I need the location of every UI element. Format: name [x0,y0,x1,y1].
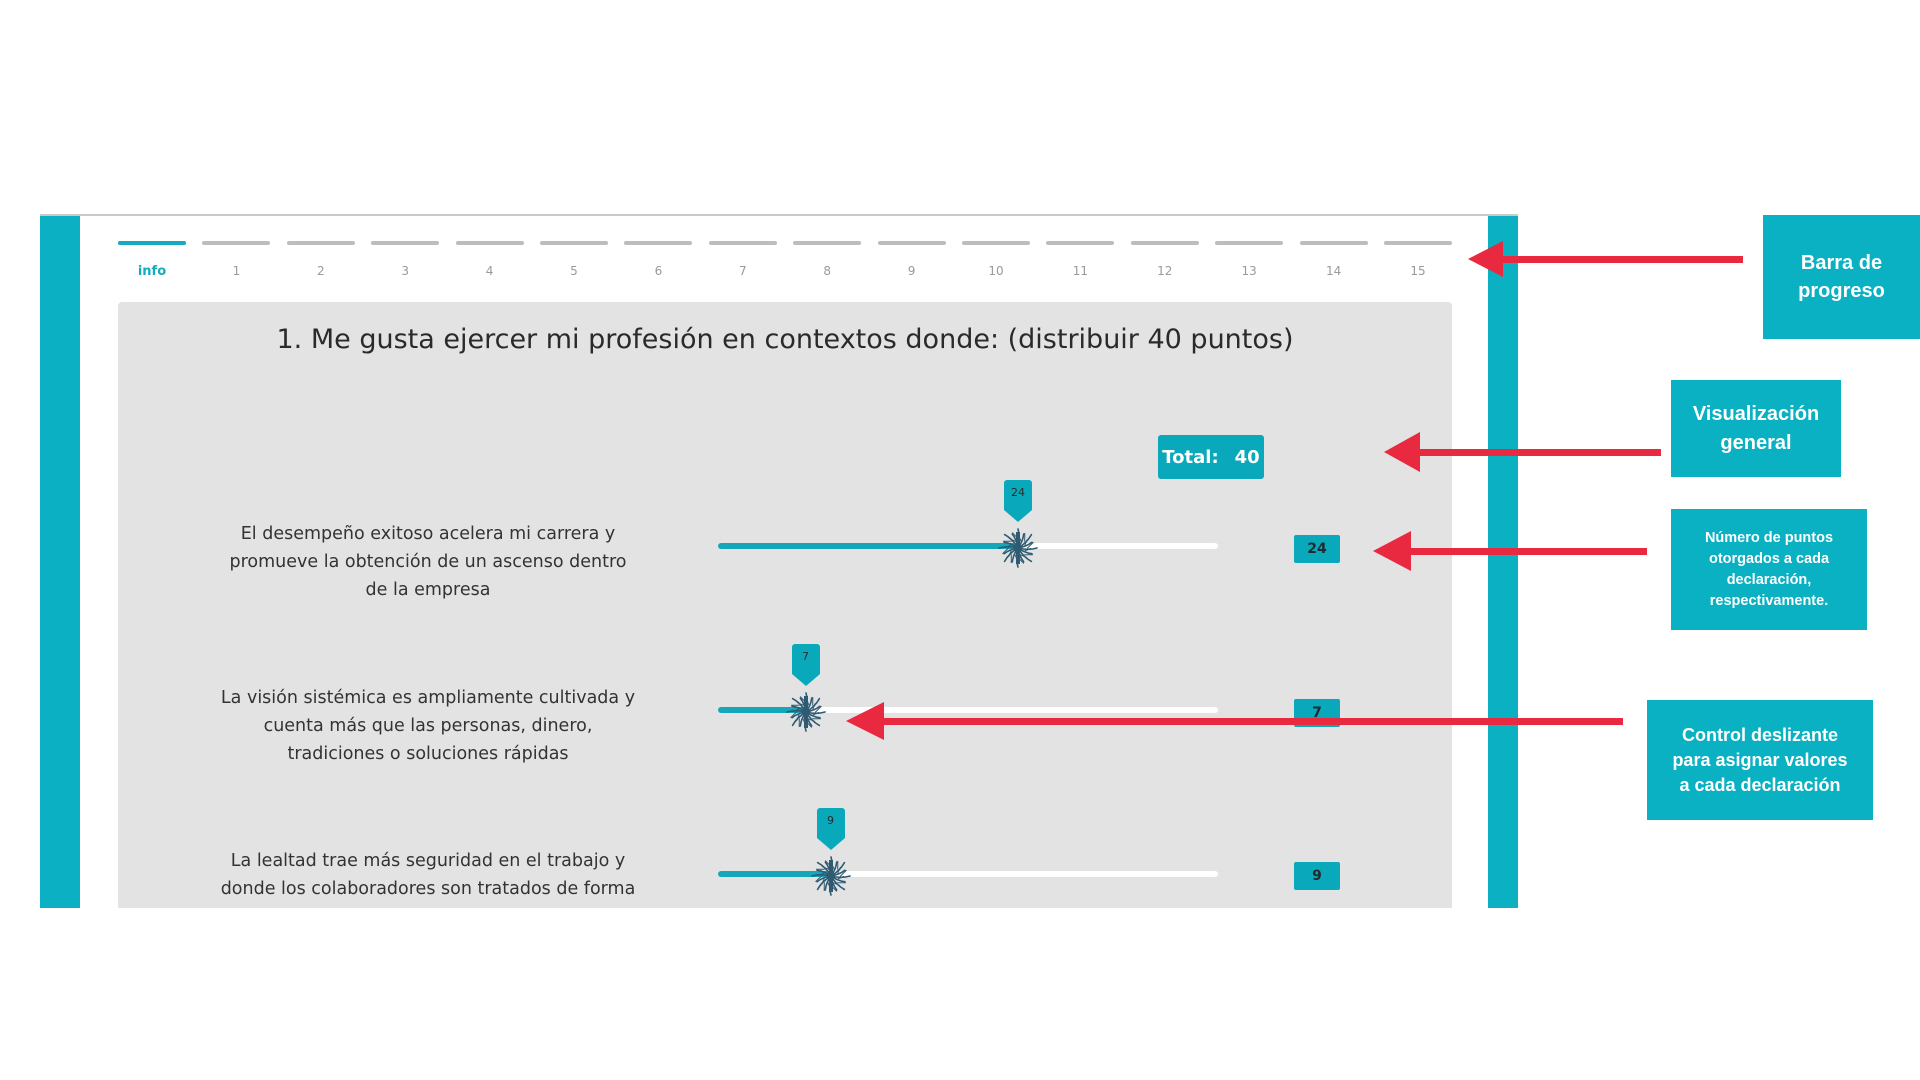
slider-fill [718,707,806,713]
progress-step-label: 12 [1157,264,1173,278]
arrow-head-slider [846,702,884,740]
callout-points: Número de puntos otorgados a cada declar… [1671,509,1867,630]
progress-step-2[interactable]: 2 [286,241,355,278]
progress-step-dash [1046,241,1115,245]
progress-step-dash [877,241,946,245]
progress-step-1[interactable]: 1 [202,241,271,278]
statement-text: La lealtad trae más seguridad en el trab… [220,851,636,908]
progress-step-label: 14 [1325,264,1342,278]
progress-step-dash [1299,241,1368,245]
statement-slider[interactable]: 9 [718,808,1218,906]
progress-step-5[interactable]: 5 [540,241,608,278]
statement-slider[interactable]: 24 [718,480,1218,578]
slider-track[interactable] [718,871,1218,877]
progress-step-dash [793,241,862,245]
slider-track[interactable] [718,707,1218,713]
callout-overview: Visualización general [1671,380,1841,477]
progress-step-label: 4 [485,264,494,278]
progress-step-3[interactable]: 3 [371,241,440,278]
progress-step-label: 15 [1410,264,1426,278]
statement-slider[interactable]: 7 [718,644,1218,742]
progress-step-dash [1384,241,1452,245]
progress-step-label: 9 [907,264,916,278]
arrow-shaft-progress [1500,256,1743,263]
callout-slider: Control deslizante para asignar valores … [1647,700,1873,820]
progress-step-label: 1 [232,264,241,278]
callout-progress-text: Barra de progreso [1798,252,1885,302]
progress-step-12[interactable]: 12 [1130,241,1199,278]
arrow-shaft-points [1408,548,1647,555]
callout-slider-text: Control deslizante para asignar valores … [1672,724,1848,795]
progress-step-label: 8 [823,264,831,278]
callout-progress: Barra de progreso [1763,215,1920,339]
progress-step-8[interactable]: 8 [793,241,862,278]
progress-step-dash [371,241,440,245]
right-accent-bar [1488,216,1518,908]
progress-step-9[interactable]: 9 [877,241,946,278]
total-badge: Total: 40 [1158,435,1264,479]
tree-roots-icon[interactable] [808,853,854,899]
slider-value-tooltip: 7 [791,644,820,686]
statement-text: La visión sistémica es ampliamente culti… [220,688,636,764]
statement-text: El desempeño exitoso acelera mi carrera … [229,524,627,600]
arrow-head-progress [1468,241,1503,277]
statement-value: 9 [1294,862,1340,890]
progress-step-dash [708,241,777,245]
slider-fill [718,871,831,877]
progress-step-dash [455,241,524,245]
progress-step-dash [202,241,271,245]
tree-roots-icon[interactable] [995,525,1041,571]
progress-step-dash [1130,241,1199,245]
statement-value: 24 [1294,535,1340,563]
arrow-shaft-slider [880,718,1623,725]
progress-step-label: 13 [1241,264,1257,278]
progress-step-15[interactable]: 15 [1384,241,1452,278]
slider-fill [718,543,1018,549]
callout-points-text: Número de puntos otorgados a cada declar… [1704,529,1834,609]
arrow-shaft-overview [1417,449,1661,456]
total-value: 40 [1234,446,1260,468]
progress-step-14[interactable]: 14 [1299,241,1368,278]
progress-step-info[interactable]: info [118,241,186,279]
progress-step-7[interactable]: 7 [708,241,777,278]
progress-step-dash [624,241,693,245]
progress-step-label: 10 [988,264,1004,278]
question-title: 1. Me gusta ejercer mi profesión en cont… [276,324,1294,355]
progress-step-dash [1215,241,1284,245]
progress-step-label: 7 [738,264,747,278]
progress-step-13[interactable]: 13 [1215,241,1284,278]
progress-step-11[interactable]: 11 [1046,241,1115,278]
total-label: Total: [1162,446,1219,468]
progress-step-label: 6 [654,264,663,278]
slider-value-tooltip: 9 [816,808,845,850]
tree-roots-icon[interactable] [783,689,829,735]
progress-step-6[interactable]: 6 [624,241,693,278]
progress-step-dash [540,241,608,245]
progress-step-10[interactable]: 10 [962,241,1030,278]
slider-value-tooltip: 24 [1004,480,1032,522]
progress-step-label: 3 [401,264,409,278]
progress-step-label: 11 [1072,264,1089,278]
progress-step-4[interactable]: 4 [455,241,524,278]
arrow-head-points [1373,531,1411,571]
left-accent-bar [40,216,80,908]
progress-step-dash [118,241,186,245]
progress-step-label: 2 [316,264,325,278]
progress-step-label: 5 [570,264,578,278]
progress-step-dash [962,241,1030,245]
callout-overview-text: Visualización general [1692,402,1820,454]
arrow-head-overview [1384,432,1420,472]
progress-step-label: info [137,264,167,279]
progress-step-dash [286,241,355,245]
